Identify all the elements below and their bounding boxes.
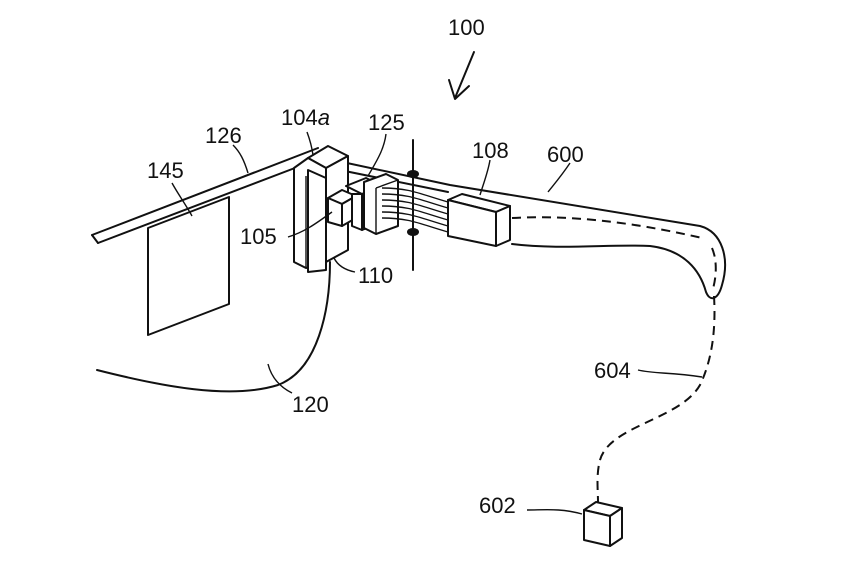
arrow-100-icon: [448, 51, 475, 100]
cable-bundle: [381, 187, 449, 233]
display-element: [147, 196, 230, 336]
label-604: 604: [594, 358, 631, 383]
label-602: 602: [479, 493, 516, 518]
label-100: 100: [448, 15, 485, 40]
dashed-cable-604: [596, 295, 716, 503]
hinge-axis: [407, 139, 419, 271]
label-104a: 104a: [281, 105, 330, 130]
label-126: 126: [205, 123, 242, 148]
lens-outline: [96, 261, 331, 393]
label-600: 600: [547, 142, 584, 167]
label-105: 105: [240, 224, 277, 249]
label-120: 120: [292, 392, 329, 417]
component-125: [345, 173, 399, 235]
frame-top-bar: [91, 147, 319, 244]
label-145: 145: [147, 158, 184, 183]
label-104a-suffix: a: [318, 105, 330, 130]
label-104a-number: 104: [281, 105, 318, 130]
remote-unit-602: [583, 501, 623, 547]
label-108: 108: [472, 138, 509, 163]
component-110: [307, 169, 327, 273]
leader-lines: [171, 131, 703, 515]
label-125: 125: [368, 110, 405, 135]
component-108: [447, 193, 511, 247]
label-110: 110: [358, 263, 393, 288]
